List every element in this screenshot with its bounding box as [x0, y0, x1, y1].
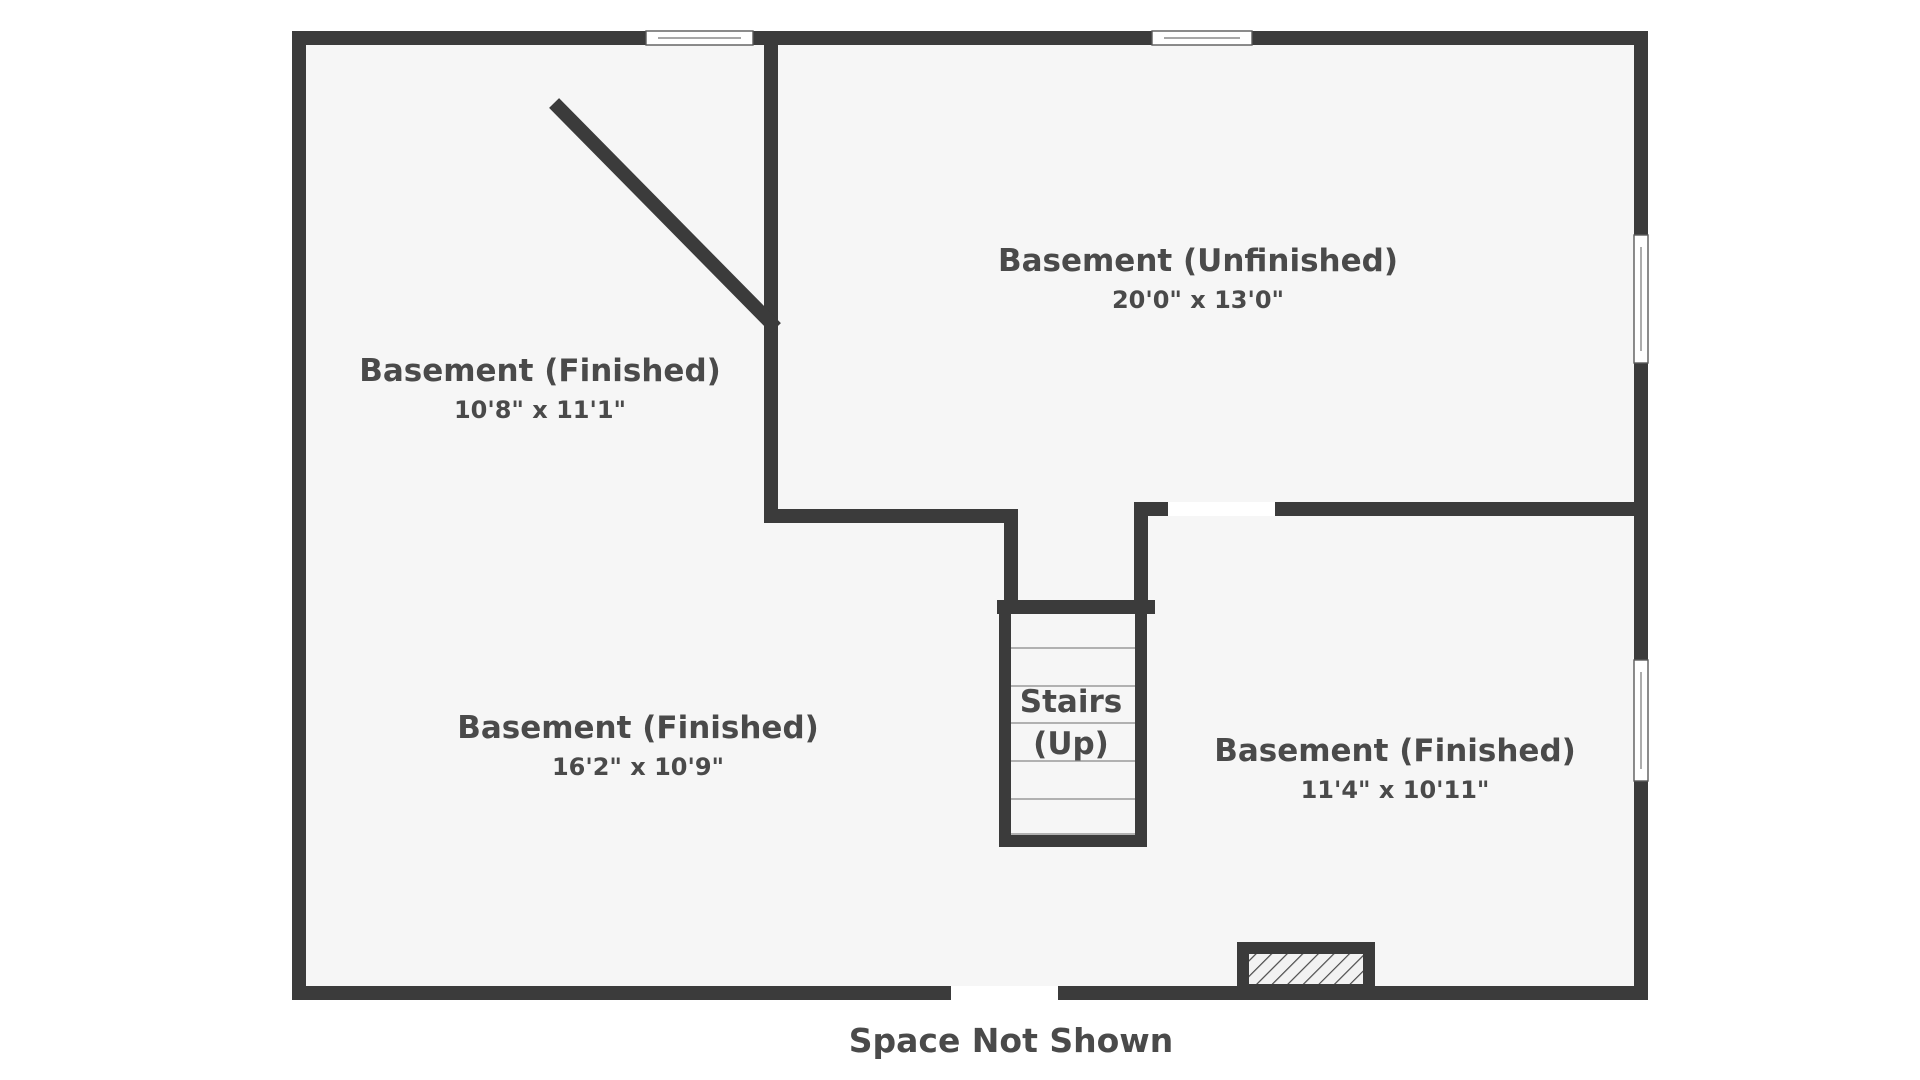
wall-diagonal [549, 98, 781, 333]
stairs-direction-label: (Up) [1029, 729, 1113, 760]
room-dimensions-upper-left: 10'8" x 11'1" [453, 396, 627, 424]
room-dimensions-unfinished: 20'0" x 13'0" [1111, 286, 1285, 314]
fireplace [1237, 942, 1375, 993]
room-dimensions-lower-left: 16'2" x 10'9" [551, 753, 725, 781]
window-top-left [645, 30, 754, 46]
window-right-lower [1633, 659, 1649, 782]
window-top-right [1151, 30, 1253, 46]
space-not-shown-note: Space Not Shown [848, 1021, 1174, 1060]
stairs-label: Stairs [1015, 687, 1127, 718]
room-dimensions-lower-right: 11'4" x 10'11" [1300, 776, 1490, 804]
window-right-upper [1633, 234, 1649, 364]
stair-treads [1011, 647, 1135, 835]
room-name-upper-left: Basement (Finished) [359, 353, 721, 389]
room-name-unfinished: Basement (Unfinished) [997, 243, 1399, 279]
room-name-lower-right: Basement (Finished) [1214, 733, 1576, 769]
room-name-lower-left: Basement (Finished) [457, 710, 819, 746]
wall-unfinished-bottom [1134, 502, 1648, 614]
bottom-opening [951, 986, 1058, 1000]
wall-unfinished-left [764, 31, 1018, 614]
door-opening [1168, 502, 1275, 516]
